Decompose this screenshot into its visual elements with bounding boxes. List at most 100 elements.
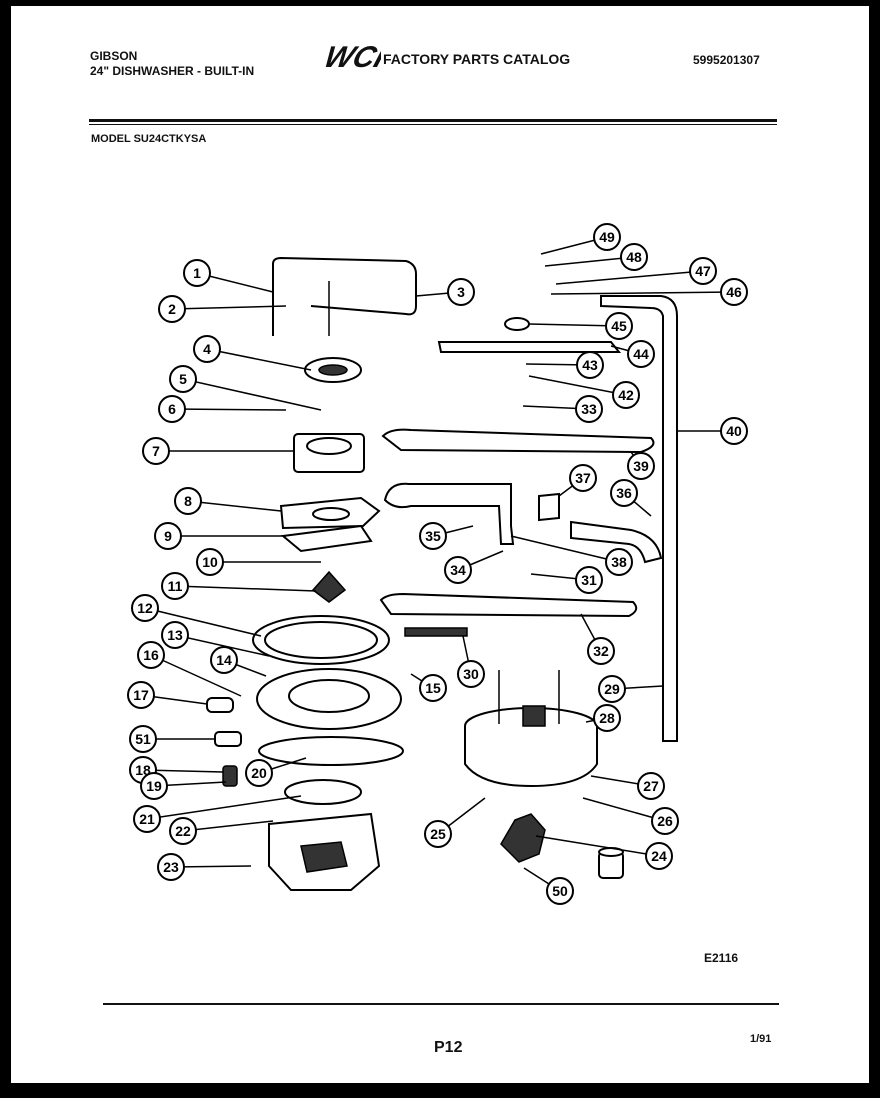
callout-circle (637, 772, 665, 800)
callout-number: 51 (135, 731, 151, 747)
callout-circle (575, 566, 603, 594)
leader-line-38 (510, 535, 620, 563)
callout-2: 2 (158, 295, 186, 323)
callout-50: 50 (546, 877, 574, 905)
callout-12: 12 (131, 594, 159, 622)
callout-30: 30 (457, 660, 485, 688)
callout-number: 24 (651, 848, 667, 864)
callout-circle (612, 381, 640, 409)
callout-number: 48 (626, 249, 642, 265)
callout-number: 46 (726, 284, 742, 300)
callout-35: 35 (419, 522, 447, 550)
callout-circle (575, 395, 603, 423)
gasket-plate-part (279, 496, 381, 553)
callout-circle (593, 704, 621, 732)
callout-circle (457, 660, 485, 688)
callout-45: 45 (605, 312, 633, 340)
wci-logo: WCI (320, 40, 381, 72)
header-rule (89, 119, 777, 122)
callout-circle (720, 417, 748, 445)
fill-funnel-part (304, 357, 362, 383)
callout-27: 27 (637, 772, 665, 800)
callout-23: 23 (157, 853, 185, 881)
leader-line-13 (174, 634, 270, 657)
logo-text: WCI (320, 40, 381, 72)
callout-circle (210, 646, 238, 674)
page-label: P12 (434, 1039, 463, 1056)
callout-circle (593, 223, 621, 251)
callout-circle (142, 437, 170, 465)
callout-33: 33 (575, 395, 603, 423)
callout-number: 31 (581, 572, 597, 588)
callout-number: 19 (146, 778, 162, 794)
callout-circle (158, 295, 186, 323)
leader-line-24 (535, 835, 660, 857)
callout-6: 6 (158, 395, 186, 423)
bracket-part (293, 433, 365, 473)
callout-circle (546, 877, 574, 905)
callout-circle (131, 594, 159, 622)
motor-part (268, 779, 381, 891)
callout-circle (605, 548, 633, 576)
leader-line-21 (146, 795, 302, 820)
callout-number: 50 (552, 883, 568, 899)
wash-arm-upper-part (381, 317, 655, 454)
supply-tube-part (570, 295, 678, 742)
catalog-page: GIBSON 24" DISHWASHER - BUILT-IN WCI FAC… (11, 6, 869, 1083)
callout-25: 25 (424, 820, 452, 848)
callout-number: 34 (450, 562, 466, 578)
callout-circle (161, 621, 189, 649)
footer-rule (103, 1003, 779, 1005)
callout-number: 36 (616, 485, 632, 501)
callout-number: 45 (611, 318, 627, 334)
leader-line-5 (182, 378, 322, 411)
callout-5: 5 (169, 365, 197, 393)
pump-housing-part (252, 615, 404, 766)
callout-circle (620, 243, 648, 271)
callout-circle (154, 522, 182, 550)
callout-39: 39 (627, 452, 655, 480)
leader-line-4 (206, 348, 312, 371)
callout-38: 38 (605, 548, 633, 576)
callout-number: 35 (425, 528, 441, 544)
callout-37: 37 (569, 464, 597, 492)
callout-10: 10 (196, 548, 224, 576)
callout-13: 13 (161, 621, 189, 649)
callout-51: 51 (129, 725, 157, 753)
callout-circle (610, 479, 638, 507)
callout-number: 10 (202, 554, 218, 570)
callout-number: 29 (604, 681, 620, 697)
callout-circle (193, 335, 221, 363)
exploded-parts-diagram: 1234567891011121314151617511819202122234… (127, 223, 748, 905)
callout-circle (598, 675, 626, 703)
callout-22: 22 (169, 817, 197, 845)
callout-1: 1 (183, 259, 211, 287)
callout-number: 40 (726, 423, 742, 439)
callout-circle (158, 395, 186, 423)
callout-44: 44 (627, 340, 655, 368)
callout-circle (576, 351, 604, 379)
callout-number: 14 (216, 652, 232, 668)
callout-circle (605, 312, 633, 340)
callout-number: 13 (167, 627, 183, 643)
callout-15: 15 (419, 674, 447, 702)
leader-line-26 (582, 797, 666, 822)
callout-number: 42 (618, 387, 634, 403)
leader-line-16 (150, 654, 242, 697)
callout-47: 47 (689, 257, 717, 285)
callout-17: 17 (127, 681, 155, 709)
callout-circle (587, 637, 615, 665)
callout-43: 43 (576, 351, 604, 379)
callout-number: 38 (611, 554, 627, 570)
callout-number: 15 (425, 680, 441, 696)
callout-circle (245, 759, 273, 787)
callout-49: 49 (593, 223, 621, 251)
motor-pump-part (464, 670, 598, 788)
leader-line-45 (528, 323, 620, 327)
callout-14: 14 (210, 646, 238, 674)
brand-name: GIBSON (90, 49, 138, 63)
callout-number: 20 (251, 765, 267, 781)
callout-circle (196, 548, 224, 576)
callout-21: 21 (133, 805, 161, 833)
callout-32: 32 (587, 637, 615, 665)
